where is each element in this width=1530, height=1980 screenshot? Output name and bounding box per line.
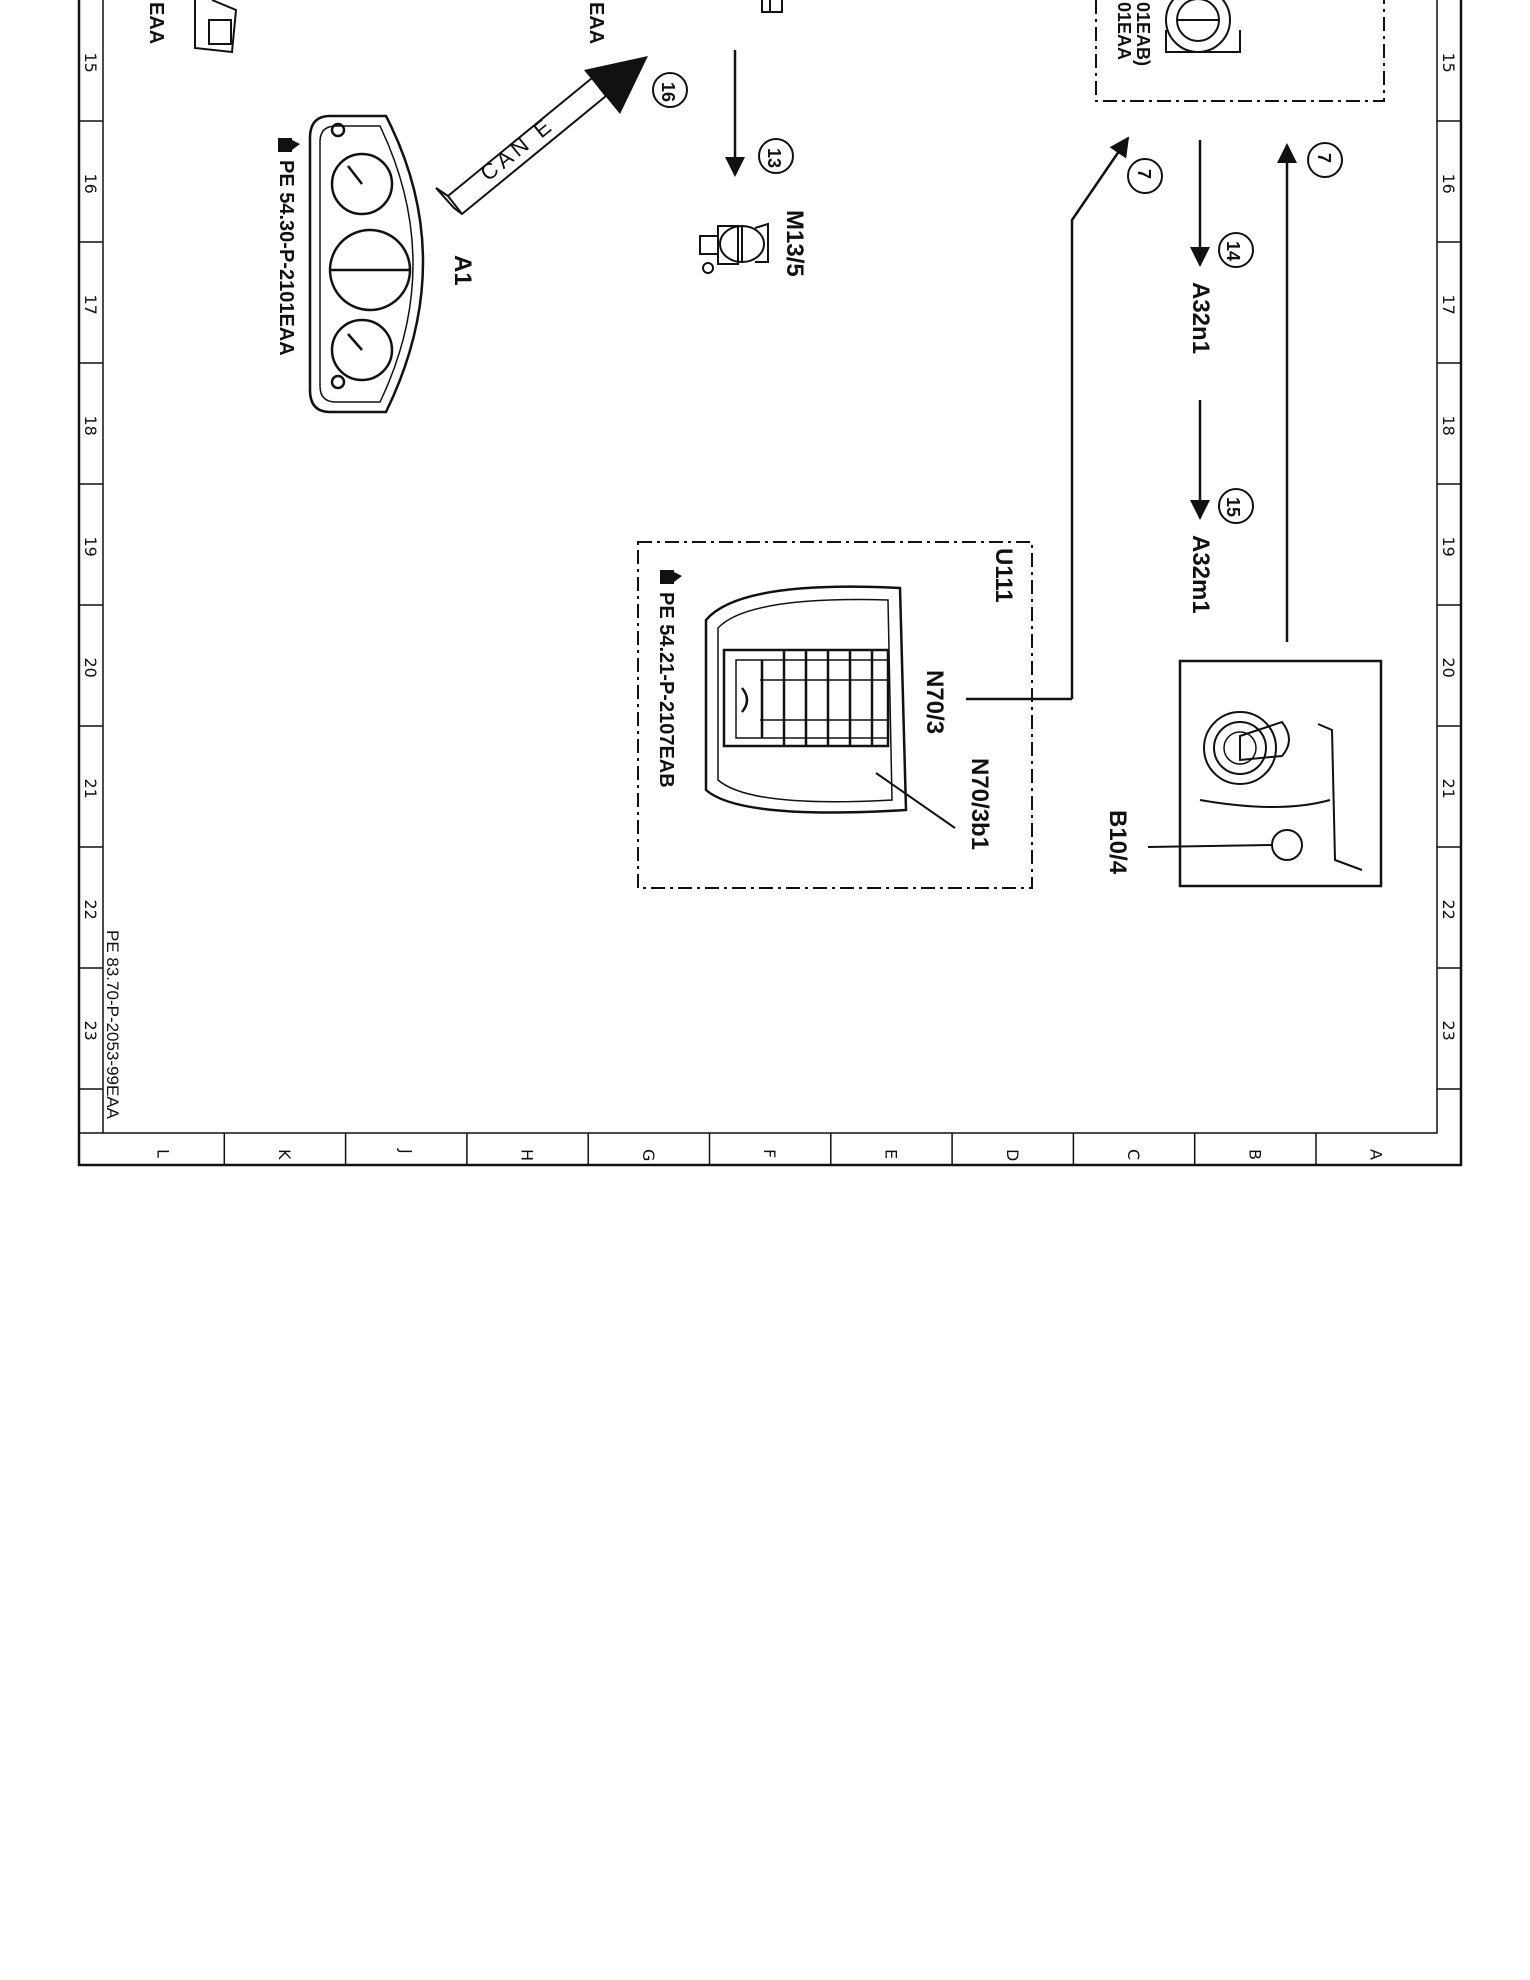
- line-n70-3-to-module: [1070, 136, 1130, 699]
- u111-module-box: [637, 541, 1033, 889]
- svg-text:7: 7: [1134, 169, 1154, 179]
- row-label-right: 19: [1439, 537, 1458, 557]
- marker-16: 16: [652, 72, 688, 108]
- pump-m13-5-icon: [699, 222, 769, 274]
- svg-text:16: 16: [658, 82, 678, 102]
- can-e-label: CAN E: [475, 112, 559, 186]
- row-label-right: 23: [1439, 1021, 1458, 1041]
- row-label-left: 22: [81, 900, 100, 920]
- cut-text-left: EAA: [145, 2, 167, 44]
- row-label-left: 15: [81, 53, 100, 73]
- row-label-left: 17: [81, 295, 100, 315]
- partial-module-box: [1095, 0, 1385, 102]
- partial-part-icon: [761, 0, 783, 13]
- col-label: C: [1124, 1149, 1143, 1160]
- svg-text:14: 14: [1223, 241, 1243, 261]
- m13-5-label: M13/5: [781, 210, 808, 277]
- row-label-left: 23: [81, 1021, 100, 1041]
- row-label-right: 20: [1439, 658, 1458, 678]
- row-label-right: 22: [1439, 900, 1458, 920]
- left-grid-strip: 15 16 17 18 19 20 21 22 23: [79, 53, 103, 1134]
- u111-ref: PE 54.21-P-2107EAB: [655, 592, 677, 788]
- u111-label: U111: [990, 548, 1017, 603]
- cut-text-mid: EAA: [585, 2, 607, 44]
- col-label: E: [881, 1149, 900, 1159]
- n70-3b1-label: N70/3b1: [966, 758, 993, 850]
- a32n1-label: A32n1: [1187, 282, 1214, 354]
- col-label: H: [518, 1149, 537, 1161]
- shift-lever-n70-3-icon: [704, 585, 908, 814]
- col-label: B: [1245, 1149, 1264, 1160]
- a1-ref: PE 54.30-P-2101EAA: [275, 160, 297, 356]
- inner-frame: [102, 0, 1438, 1134]
- sensor-b10-4-icon: [1178, 659, 1383, 888]
- partial-connector-icon: [194, 0, 238, 54]
- instrument-cluster-a1: [308, 114, 425, 414]
- row-label-right: 21: [1439, 779, 1458, 799]
- row-label-left: 19: [81, 537, 100, 557]
- u111-ref-icon: [660, 570, 682, 584]
- can-bus-arrow: [435, 56, 648, 216]
- row-label-right: 16: [1439, 174, 1458, 194]
- row-label-left: 16: [81, 174, 100, 194]
- col-label: K: [275, 1149, 294, 1160]
- marker-7-left: 7: [1127, 158, 1163, 194]
- row-label-left: 21: [81, 779, 100, 799]
- col-label: L: [154, 1149, 173, 1158]
- marker-7-right: 7: [1307, 142, 1343, 178]
- right-grid-strip: 15 16 17 18 19 20 21 22 23: [1437, 53, 1461, 1090]
- n70-3-label: N70/3: [921, 670, 948, 734]
- b10-4-label: B10/4: [1104, 810, 1131, 875]
- a32m1-label: A32m1: [1187, 535, 1214, 614]
- marker-14: 14: [1218, 232, 1254, 268]
- svg-text:7: 7: [1314, 153, 1334, 163]
- cut-text-box-2: 01EAB): [1133, 2, 1153, 66]
- col-label: A: [1367, 1149, 1386, 1160]
- a1-ref-icon: [278, 138, 300, 152]
- col-label: G: [639, 1149, 658, 1161]
- svg-text:15: 15: [1223, 497, 1243, 517]
- outer-frame: [77, 0, 1463, 1167]
- col-label: D: [1003, 1149, 1022, 1161]
- row-label-left: 20: [81, 658, 100, 678]
- b10-4-leader: [1147, 844, 1273, 848]
- row-label-right: 15: [1439, 53, 1458, 73]
- n70-3b1-leader: [875, 772, 956, 829]
- row-label-right: 18: [1439, 416, 1458, 436]
- cut-text-box-1: 01EAA: [1114, 2, 1134, 60]
- row-label-right: 17: [1439, 295, 1458, 315]
- row-label-left: 18: [81, 416, 100, 436]
- col-label: F: [760, 1149, 779, 1158]
- svg-text:13: 13: [764, 148, 784, 168]
- col-label: J: [396, 1148, 415, 1154]
- document-id: PE 83.70-P-2053-99EAA: [103, 930, 122, 1120]
- marker-13: 13: [758, 138, 794, 174]
- a1-label: A1: [449, 255, 476, 286]
- marker-15: 15: [1218, 488, 1254, 524]
